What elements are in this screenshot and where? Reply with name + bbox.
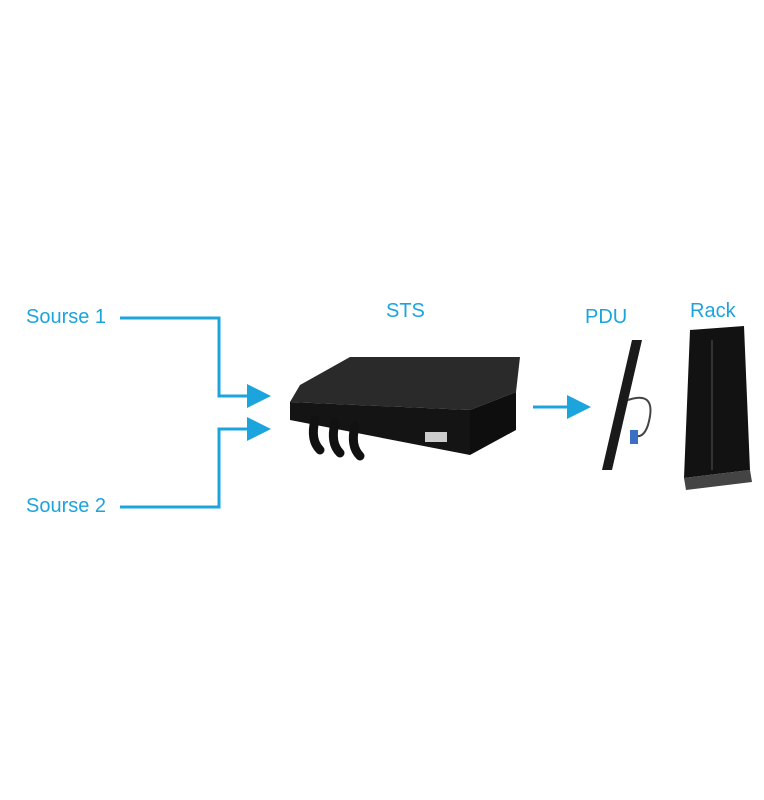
- sts-label: STS: [386, 300, 425, 322]
- rack-device-image: [684, 326, 752, 490]
- source-1-label: Sourse 1: [26, 306, 107, 328]
- sts-device-image: [290, 357, 520, 461]
- source-1-connector: [120, 316, 271, 408]
- pdu-label: PDU: [585, 306, 628, 328]
- pdu-device-image: [602, 340, 652, 470]
- source-2-connector: [120, 417, 271, 509]
- source-2-label: Sourse 2: [26, 495, 107, 517]
- rack-label: Rack: [690, 300, 736, 322]
